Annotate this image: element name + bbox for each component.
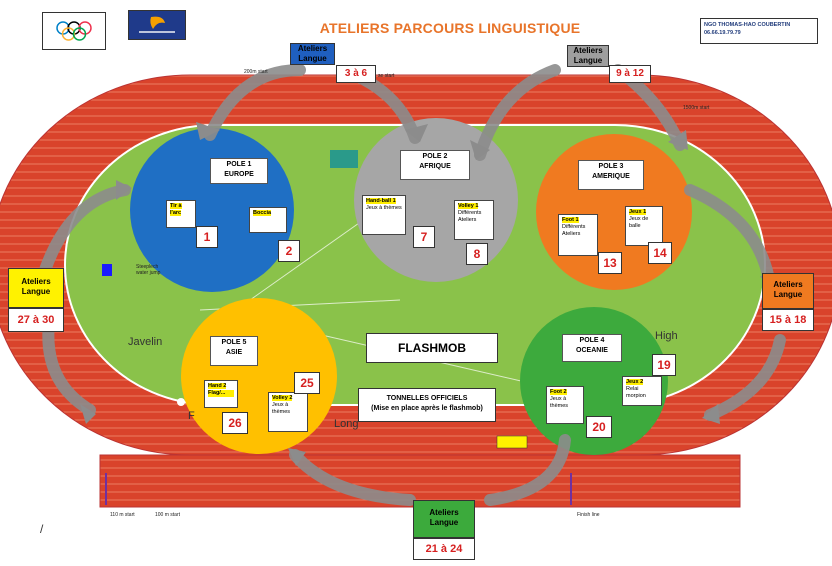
label-1500m: 1500m start [683,105,710,111]
activity-card: Boccia [249,207,287,233]
olympic-rings-logo [42,12,106,50]
label-finish: Finish line [577,512,600,518]
activity-number: 8 [466,243,488,265]
atelier-range-blue: 3 à 6 [336,65,376,83]
label-110m: 110 m start [110,512,135,518]
institution-logo [128,10,186,40]
label-200m: 200m start [244,69,268,75]
label-long: Long [334,418,359,430]
label-high: High [655,330,678,342]
activity-number: 2 [278,240,300,262]
atelier-tag-green: Ateliers Langue [413,500,475,538]
atelier-tag-blue: Ateliers Langue [290,43,335,65]
officials-box: TONNELLES OFFICIELS (Mise en place après… [358,388,496,422]
label-100m: 100 m start [155,512,181,518]
contact-phone: 06.66.19.79.79 [704,30,741,36]
label-start: se start [378,73,395,79]
atelier-range-grey: 9 à 12 [609,65,651,83]
page-title: ATELIERS PARCOURS LINGUISTIQUE [319,20,581,36]
atelier-range-green: 21 à 24 [413,538,475,560]
label-javelin: Javelin [128,336,163,348]
activity-number: 20 [586,416,612,438]
atelier-tag-orange: Ateliers Langue [762,273,814,309]
activity-number: 13 [598,252,622,274]
activity-number: 7 [413,226,435,248]
atelier-tag-grey: Ateliers Langue [567,45,609,67]
contact-name: NGO THOMAS-HAO COUBERTIN [704,22,791,28]
atelier-tag-yellow: Ateliers Langue [8,268,64,308]
activity-card: Tir à l'arc [166,200,196,228]
label-f: F [188,410,195,422]
activity-number: 19 [652,354,676,376]
atelier-range-yellow: 27 à 30 [8,308,64,332]
activity-number: 25 [294,372,320,394]
slash-mark: / [40,522,44,536]
contact-box: NGO THOMAS-HAO COUBERTIN 06.66.19.79.79 [700,18,818,44]
flashmob-box: FLASHMOB [366,333,498,363]
activity-number: 26 [222,412,248,434]
label-steeple: Steeplech water jump [136,264,161,276]
activity-number: 1 [196,226,218,248]
activity-number: 14 [648,242,672,264]
atelier-range-orange: 15 à 18 [762,309,814,331]
